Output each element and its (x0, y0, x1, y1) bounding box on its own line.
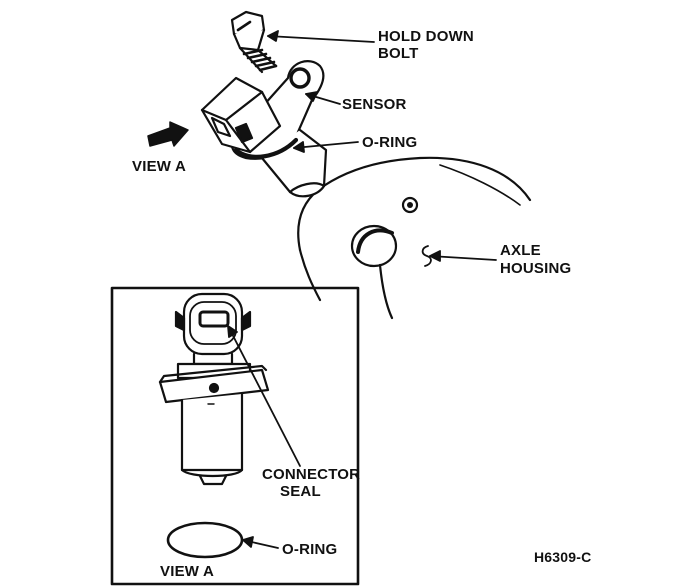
axle-housing (297, 156, 532, 320)
view-a-arrow (147, 121, 189, 147)
sensor-end-view (158, 292, 270, 486)
inset-bolt-hole (208, 382, 220, 394)
label-axle-housing-line2: HOUSING (500, 260, 572, 277)
leader-connector-seal (227, 325, 301, 467)
figure-id: H6309-C (534, 549, 592, 565)
flange-bolt-hole (289, 67, 311, 89)
sensor-bore (350, 224, 398, 268)
label-view-a-arrow: VIEW A (132, 158, 186, 175)
leader-lines-upper (267, 30, 497, 262)
view-a-inset-box (110, 286, 360, 586)
leader-hold-down-bolt (267, 35, 375, 43)
label-axle-housing-line1: AXLE (500, 242, 541, 259)
hold-down-bolt (230, 10, 278, 74)
sensor (200, 60, 328, 198)
o-ring-loose (166, 521, 244, 559)
label-o-ring-bottom: O-RING (282, 541, 338, 558)
leader-lines-inset (227, 325, 301, 549)
label-connector-seal-line2: SEAL (280, 483, 321, 500)
label-view-a-caption: VIEW A (160, 563, 214, 580)
label-connector-seal-line1: CONNECTOR (262, 466, 361, 483)
label-sensor: SENSOR (342, 96, 407, 113)
leader-axle-housing (429, 255, 497, 261)
label-o-ring-top: O-RING (362, 134, 418, 151)
label-hold-down-bolt-line2: BOLT (378, 45, 419, 62)
leader-o-ring-top (293, 141, 359, 149)
label-hold-down-bolt-line1: HOLD DOWN (378, 28, 474, 45)
connector-seal (198, 310, 230, 328)
bolt-hole (401, 196, 419, 214)
